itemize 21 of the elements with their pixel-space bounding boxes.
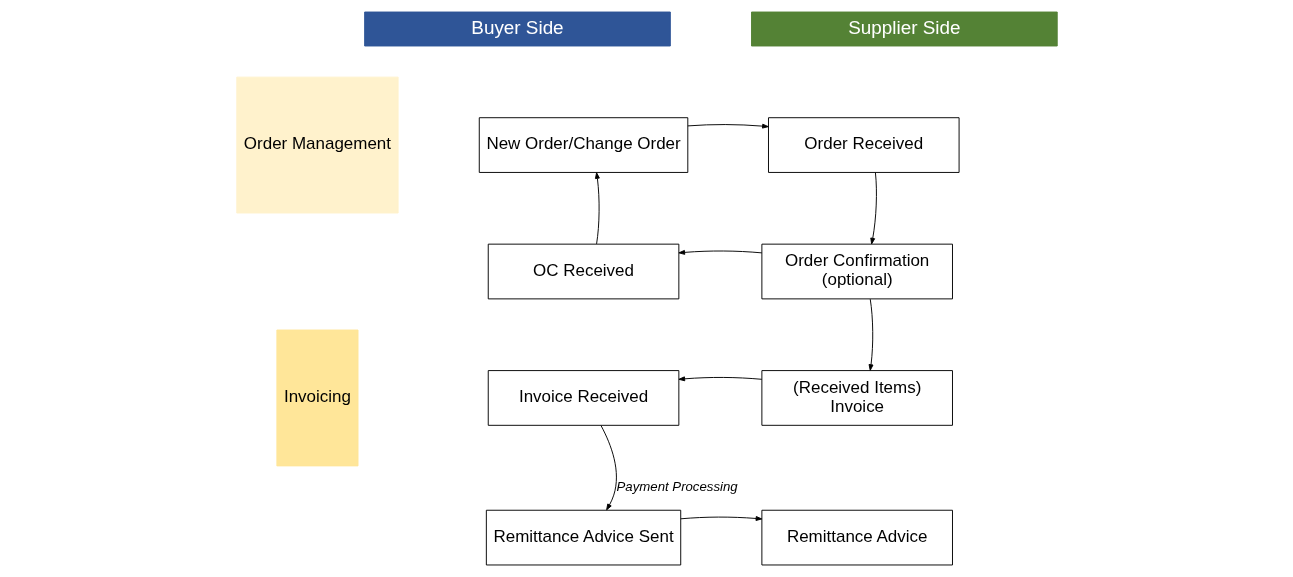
node-box: Buyer Side [363, 11, 671, 47]
arrow [677, 249, 762, 255]
arrow [600, 425, 617, 511]
node-box: Remittance Advice Sent [485, 509, 681, 566]
arrow [869, 172, 877, 245]
node-box: Order Received [767, 117, 960, 173]
node-box: OC Received [487, 243, 679, 300]
node-box: New Order/Change Order [478, 117, 688, 173]
node-box: Invoicing [275, 329, 358, 467]
node-box: Invoice Received [487, 370, 679, 426]
node-box: (Received Items) Invoice [760, 370, 953, 426]
node-box: Order Management [235, 76, 399, 214]
node-box: Order Confirmation (optional) [760, 243, 953, 300]
node-box: Supplier Side [750, 11, 1058, 47]
edge-label: Payment Processing [616, 478, 738, 494]
arrow [679, 516, 762, 521]
arrow [868, 298, 873, 371]
arrow [594, 172, 600, 245]
arrow [686, 123, 769, 129]
arrow [677, 376, 762, 382]
node-box: Remittance Advice [760, 509, 953, 566]
